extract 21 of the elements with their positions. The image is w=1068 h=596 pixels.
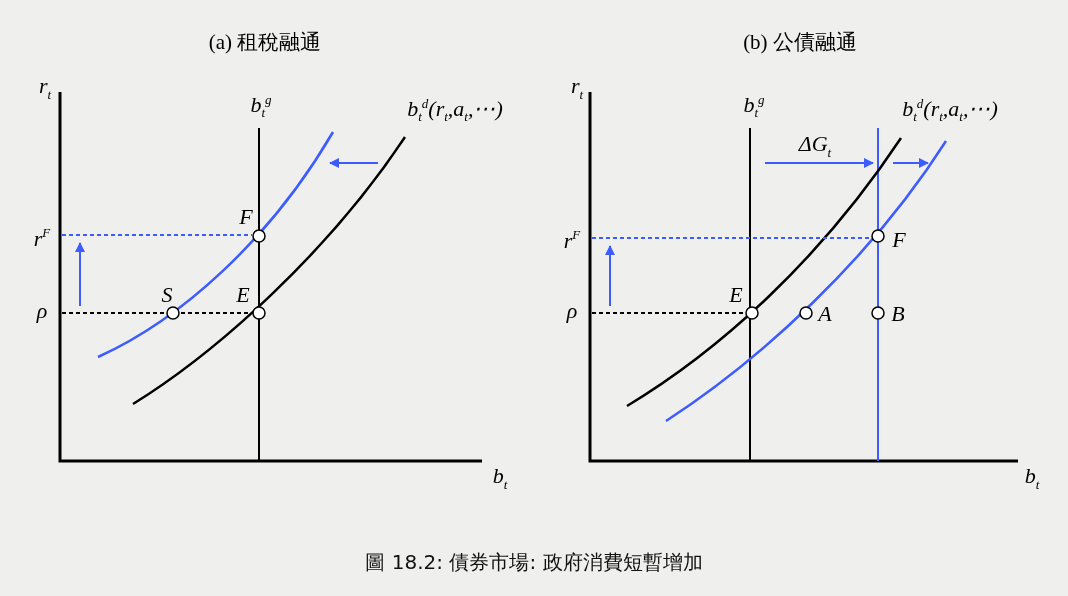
curve-label: b$_{t}$$^{d}$(r$_{t}$,a$_{t}$,⋯) bbox=[407, 96, 503, 124]
axis-label: r$^{F}$ bbox=[563, 228, 581, 252]
point-label: F bbox=[892, 229, 906, 251]
curve-label: b$_{t}$$^{d}$(r$_{t}$,a$_{t}$,⋯) bbox=[902, 96, 998, 124]
axis-label: r$_{t}$ bbox=[38, 75, 52, 101]
point-label: S bbox=[161, 284, 173, 306]
panel-title: (a) 租稅融通 bbox=[208, 31, 322, 53]
point-label: E bbox=[236, 284, 250, 306]
axis-label: b$_{t}$ bbox=[492, 465, 508, 491]
panel-title: (b) 公債融通 bbox=[743, 31, 857, 53]
axis-label: r$_{t}$ bbox=[570, 75, 584, 101]
axis-label: r$^{F}$ bbox=[33, 226, 51, 250]
point-label: A bbox=[818, 303, 832, 325]
axis-label: ρ bbox=[566, 300, 578, 322]
point-label: E bbox=[729, 284, 743, 306]
shift-label: ΔG$_{t}$ bbox=[798, 133, 832, 159]
point-label: B bbox=[891, 303, 905, 325]
axis-label: ρ bbox=[36, 300, 48, 322]
axis-label: b$_{t}$ bbox=[1024, 465, 1040, 491]
caption: 圖 18.2: 債券市場: 政府消費短暫增加 bbox=[365, 548, 703, 576]
point-label: F bbox=[239, 206, 253, 228]
